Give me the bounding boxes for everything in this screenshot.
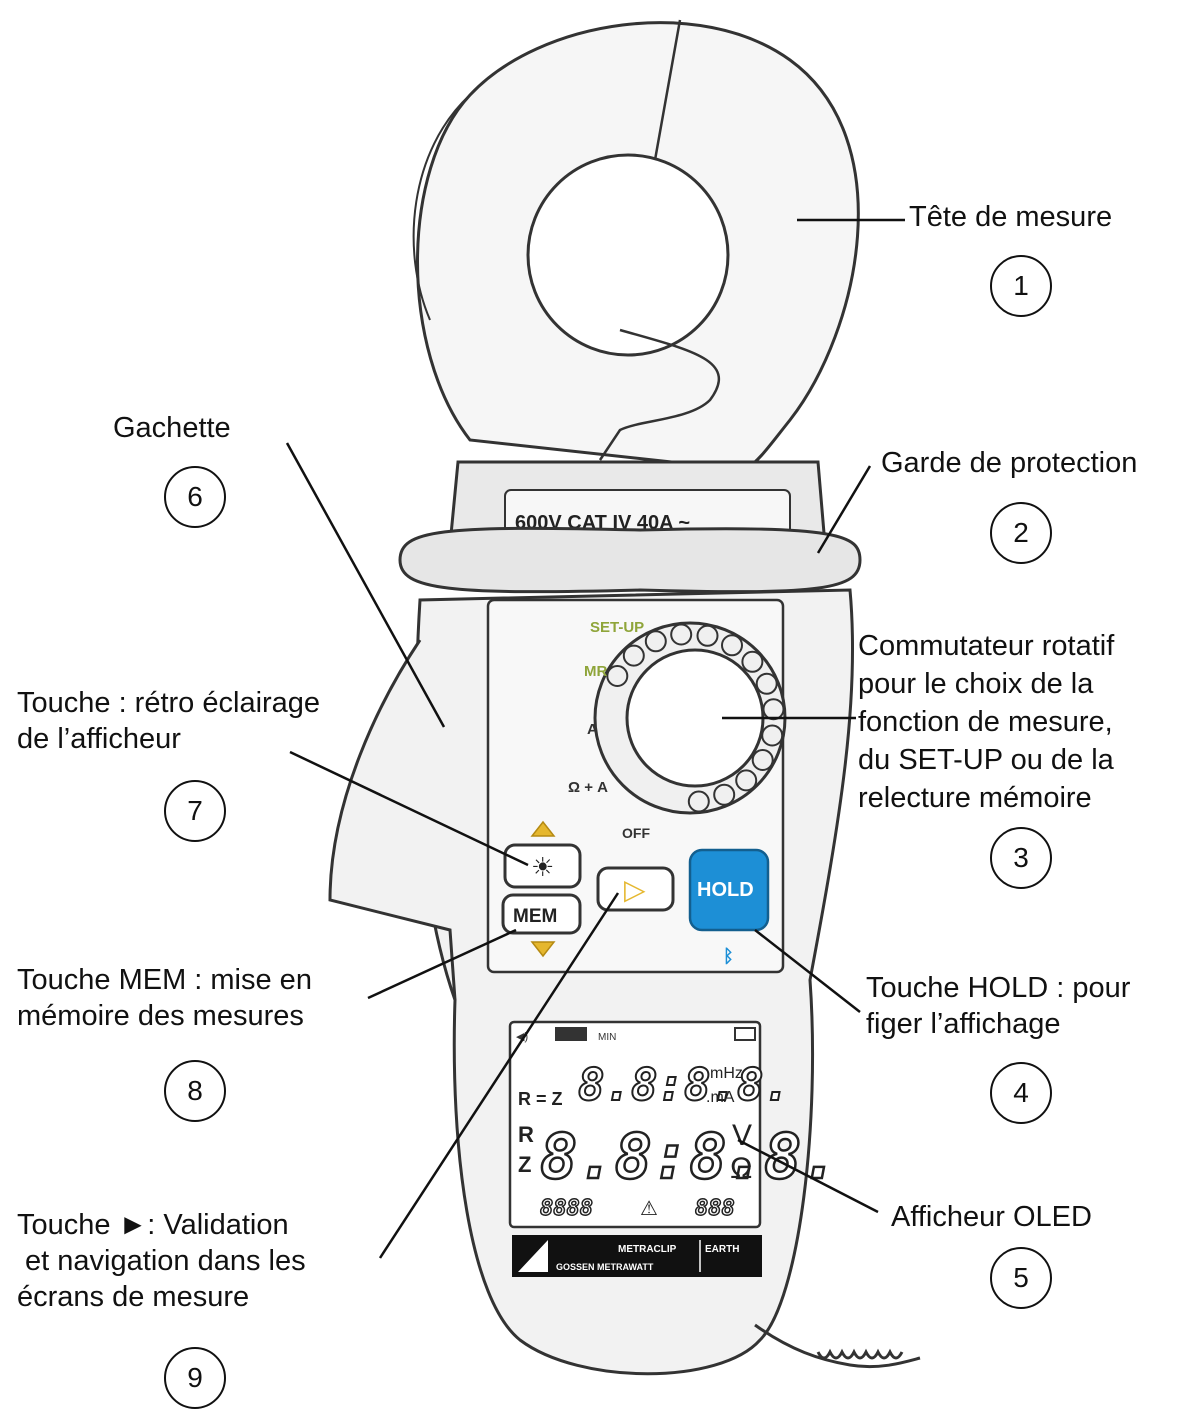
callout-number-1: 1 — [990, 255, 1052, 317]
svg-text:MIN: MIN — [598, 1032, 616, 1043]
callout-number-9: 9 — [164, 1347, 226, 1409]
callout-label-9: Touche ►: Validation et navigation dans … — [17, 1209, 306, 1313]
callout-label-6: Gachette — [113, 412, 231, 444]
bluetooth-icon: ᛒ — [723, 946, 734, 966]
leader-5 — [737, 1138, 879, 1214]
dial-label-ohm-a: Ω + A — [568, 779, 608, 796]
rating-label: 600V CAT IV 40A ~ — [515, 512, 690, 534]
callout-number-8: 8 — [164, 1060, 226, 1122]
brand-maker: GOSSEN METRAWATT — [556, 1262, 654, 1272]
dial-grip-bump — [606, 665, 629, 687]
backlight-icon: ☀ — [531, 852, 554, 882]
lcd-top-unit-hz: mHz — [710, 1065, 743, 1082]
wrist-strap — [754, 1323, 921, 1369]
dial-grip-bump — [741, 650, 764, 673]
leader-4 — [754, 929, 861, 1013]
rotary-dial-knob — [625, 648, 765, 788]
callout-number-3: 3 — [990, 827, 1052, 889]
callout-label-1: Tête de mesure — [909, 201, 1113, 233]
callout-number-6: 6 — [164, 466, 226, 528]
dial-grip-bump — [696, 624, 719, 647]
lcd-display — [508, 1020, 762, 1229]
dial-grip-bump — [687, 790, 710, 813]
enter-button — [596, 866, 675, 912]
protective-guard — [398, 526, 862, 594]
dial-label-setup: SET-UP — [590, 619, 644, 636]
warning-icon: ⚠ — [640, 1198, 658, 1220]
dial-grip-bump — [713, 783, 736, 806]
callout-number-5: 5 — [990, 1247, 1052, 1309]
callout-number-4: 4 — [990, 1062, 1052, 1124]
lcd-main-prefix-z: Z — [518, 1152, 531, 1177]
dial-label-mr: MR — [584, 663, 607, 680]
clamp-jaw — [416, 21, 860, 472]
dial-grip-bump — [755, 672, 778, 695]
lcd-top-digits: 8.8:8.8. — [578, 1060, 790, 1111]
meter-body — [414, 588, 855, 1376]
brand-series: EARTH — [705, 1244, 739, 1255]
lcd-top-prefix: R = Z — [518, 1089, 563, 1109]
callout-number-2: 2 — [990, 502, 1052, 564]
dial-grip-bump — [751, 749, 774, 771]
leader-2 — [816, 465, 872, 554]
trigger — [328, 639, 457, 1001]
lcd-top-unit-ma: .mA — [706, 1089, 735, 1106]
leader-9 — [378, 892, 620, 1259]
hold-button — [688, 848, 770, 932]
mem-button-label: MEM — [513, 906, 557, 927]
leader-7 — [289, 750, 529, 867]
dial-grip-bump — [762, 698, 785, 721]
hold-button-label: HOLD — [697, 879, 754, 901]
lcd-bottom-right: 888 — [695, 1196, 735, 1221]
lcd-main-prefix-r: R — [518, 1122, 534, 1147]
dial-grip-bump — [761, 724, 784, 747]
enter-arrow-icon: ▷ — [624, 874, 646, 905]
dial-grip-bump — [622, 644, 645, 667]
lcd-main-unit-ohm: Ω — [730, 1152, 752, 1185]
lcd-main-digits: 8.8:8.8. — [540, 1120, 839, 1193]
dial-grip-bump — [644, 630, 667, 653]
dial-grip-bump — [735, 769, 758, 792]
backlight-button — [503, 843, 582, 889]
rotary-dial-outer — [593, 621, 787, 815]
dial-grip-bump — [670, 623, 693, 646]
clamp-aperture — [526, 153, 730, 357]
control-panel — [486, 598, 785, 974]
leader-8 — [367, 928, 517, 1000]
callout-label-2: Garde de protection — [881, 447, 1138, 479]
dial-label-off: OFF — [622, 825, 650, 841]
brand-product: METRACLIP — [618, 1244, 677, 1255]
dial-grip-bump — [721, 634, 743, 657]
callout-number-7: 7 — [164, 780, 226, 842]
lcd-bottom-left: 8888 — [540, 1196, 593, 1221]
up-arrow-icon — [530, 820, 556, 837]
svg-text:◀): ◀) — [516, 1031, 528, 1043]
dial-label-a: A — [587, 721, 598, 738]
lcd-main-unit-v: V — [732, 1119, 752, 1152]
brand-strip — [512, 1235, 762, 1277]
callout-label-5: Afficheur OLED — [891, 1201, 1092, 1233]
leader-lines — [285, 218, 905, 1259]
mem-button — [501, 893, 582, 935]
down-arrow-icon — [530, 941, 556, 958]
